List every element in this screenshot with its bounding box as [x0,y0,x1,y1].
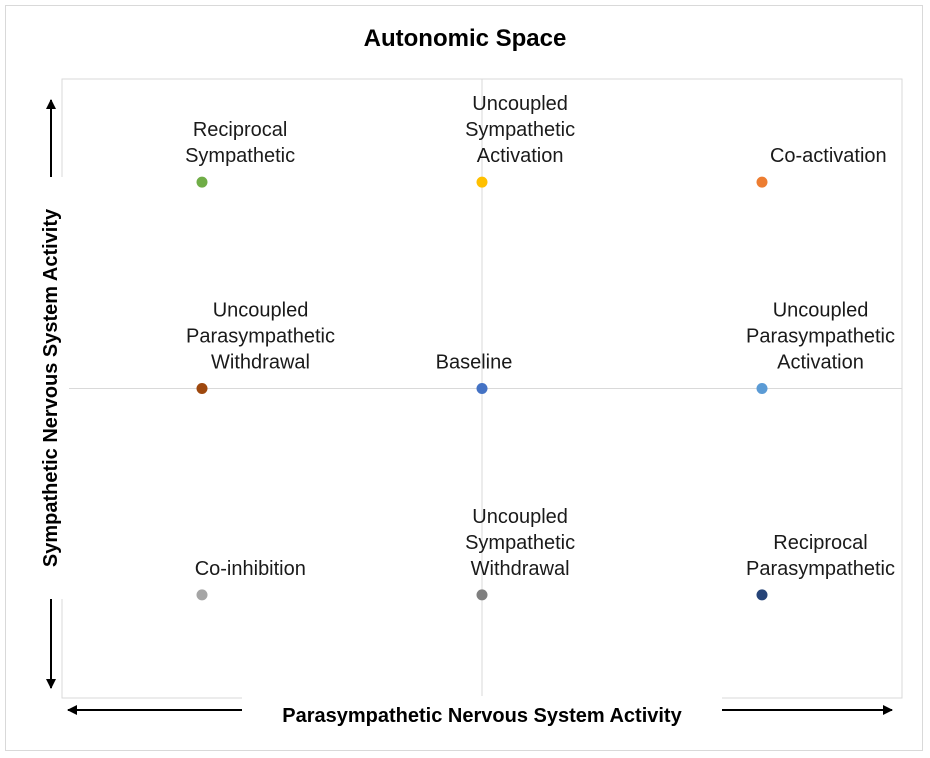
chart-title: Autonomic Space [364,25,567,52]
point-label: Co-activation [770,145,887,167]
data-point [476,589,488,601]
x-axis-label-bg [242,696,722,726]
chart-frame [5,5,923,751]
data-point [756,383,768,394]
data-point [196,176,208,188]
point-label: Baseline [436,352,513,374]
data-point [756,589,768,601]
y-axis-label: Sympathetic Nervous System Activity [40,208,62,567]
y-axis-label-bg [33,177,69,599]
data-point [476,383,488,394]
data-point [196,589,208,601]
x-axis-label: Parasympathetic Nervous System Activity [282,705,682,727]
data-point [196,383,208,394]
data-point [476,176,488,188]
point-label: Co-inhibition [195,558,306,580]
points-layer [196,176,768,601]
data-point [756,176,768,188]
